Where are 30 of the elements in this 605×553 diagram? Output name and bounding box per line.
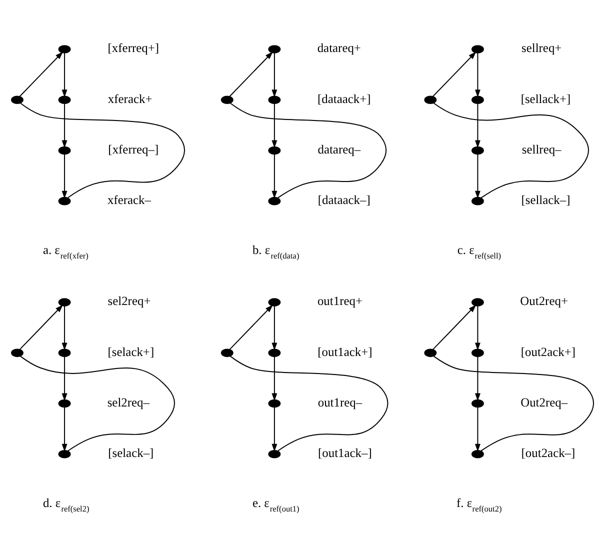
node-label: datareq– xyxy=(318,142,361,156)
node-label: [dataack–] xyxy=(318,192,370,206)
node-label: out1req+ xyxy=(317,294,362,308)
node-label: [xferreq–] xyxy=(108,142,159,156)
label: a. ε$_{ref(xfer)}$ xyxy=(42,242,88,260)
label: f. ε$_{ref(out2)}$ xyxy=(456,495,502,513)
node-label: [out2ack–] xyxy=(521,446,576,460)
node-label: sellreq+ xyxy=(522,40,562,55)
node-label: [selack–] xyxy=(108,446,154,460)
node-label: xferack– xyxy=(107,192,152,206)
node-label: [xferreq+] xyxy=(108,40,159,55)
node-label: [out1ack+] xyxy=(318,344,372,358)
label: e. ε$_{ref(out1)}$ xyxy=(252,495,300,513)
node-label: datareq+ xyxy=(317,40,361,55)
label: d. ε$_{ref(sel2)}$ xyxy=(42,495,90,513)
node-label: out1req– xyxy=(318,394,362,409)
node-label: [out1ack–] xyxy=(318,446,372,460)
node-label: sel2req– xyxy=(107,394,150,409)
node-label: [sellack+] xyxy=(520,91,571,106)
node-label: [sellack–] xyxy=(521,192,570,206)
node-label: [selack+] xyxy=(108,344,154,358)
node-label: xferack+ xyxy=(108,91,152,106)
node-label: sellreq– xyxy=(522,142,562,156)
node-label: Out2req+ xyxy=(520,294,568,308)
node-label: [dataack+] xyxy=(317,91,371,106)
node-label: [out2ack+] xyxy=(520,344,576,358)
node-label: Out2req– xyxy=(520,394,568,409)
label: c. ε$_{ref(sell)}$ xyxy=(457,242,502,260)
node-label: sel2req+ xyxy=(108,294,151,308)
label: b. ε$_{ref(data)}$ xyxy=(252,242,300,260)
